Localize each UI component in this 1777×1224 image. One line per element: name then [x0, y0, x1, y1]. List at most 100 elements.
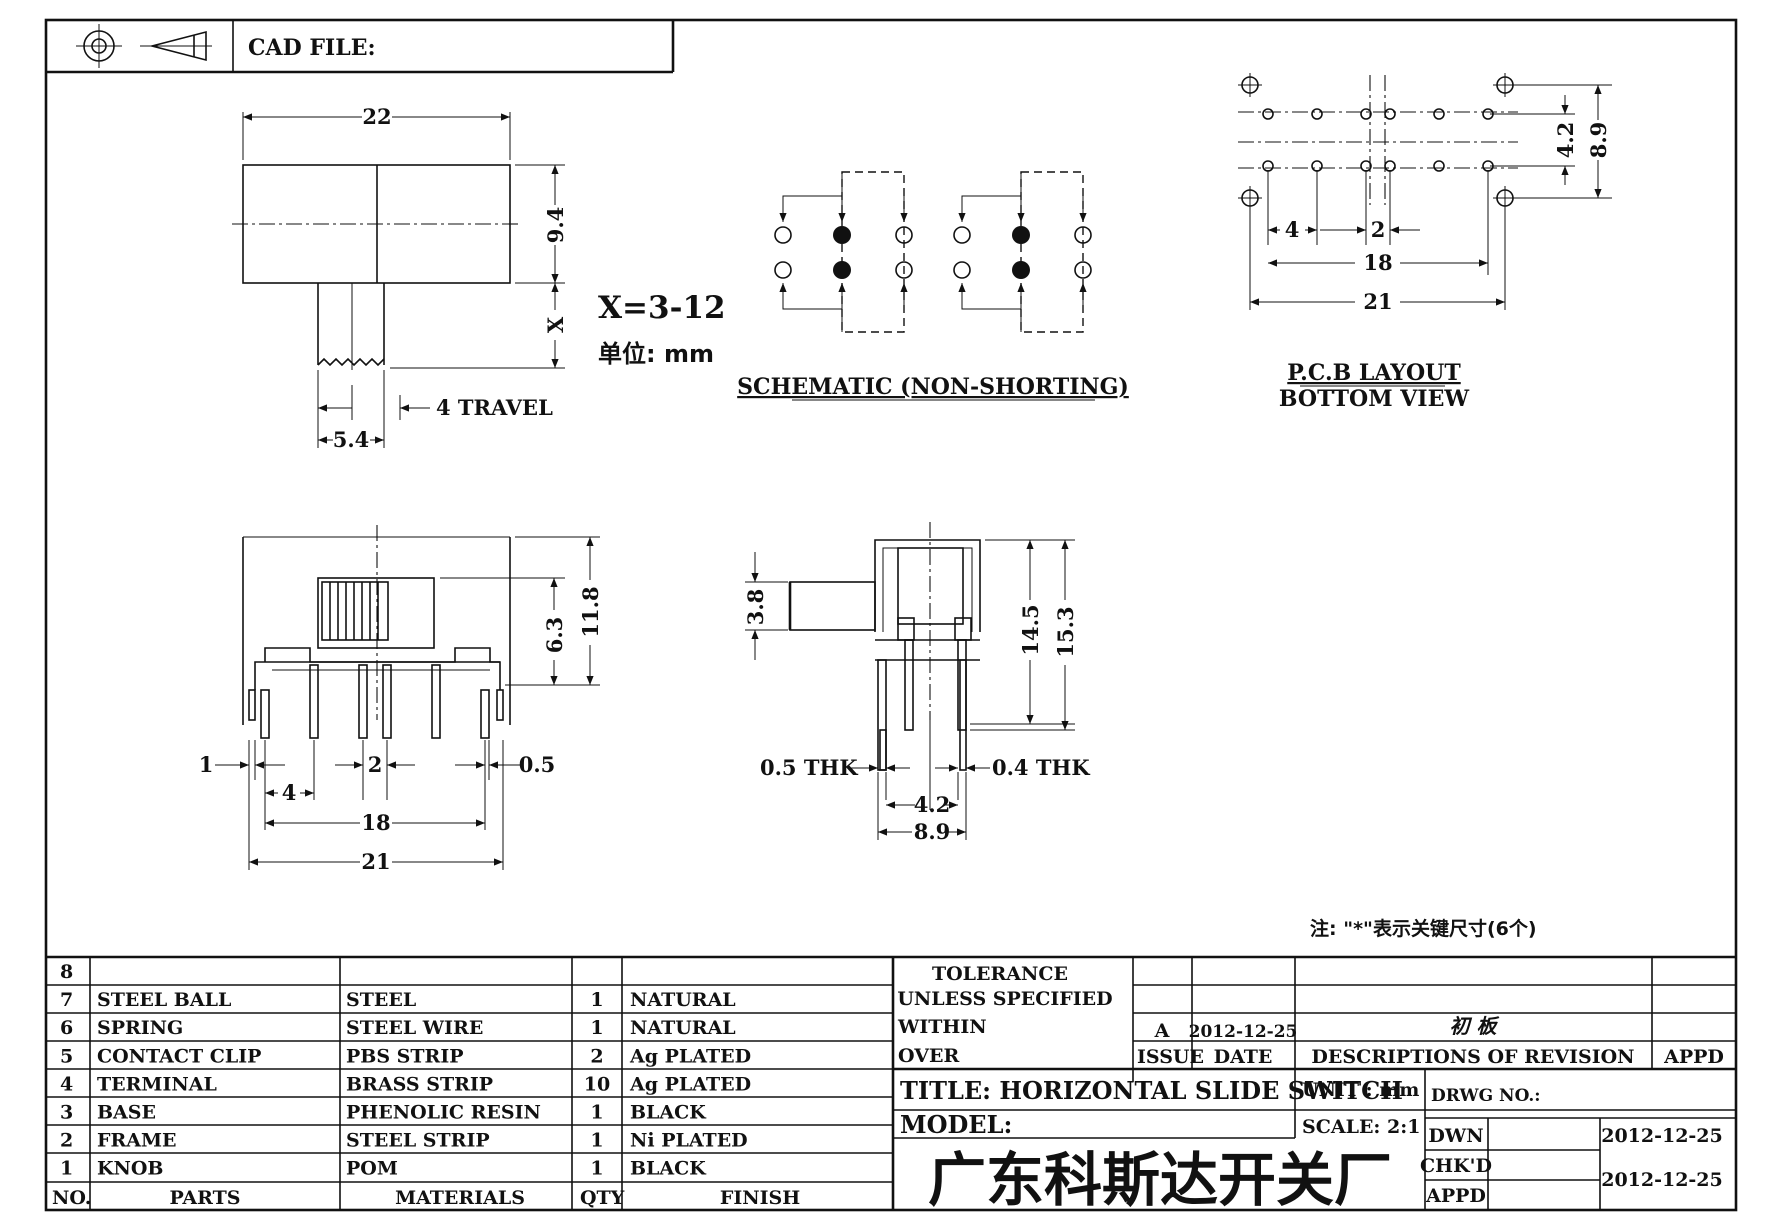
cell-part: STEEL BALL: [97, 989, 231, 1011]
cell-no: 8: [60, 961, 73, 983]
cell-material: STEEL STRIP: [346, 1130, 490, 1152]
cell-no: 1: [60, 1158, 73, 1180]
schematic-pole-1: [774, 171, 913, 333]
cell-qty: 10: [584, 1073, 610, 1095]
front-dim-21: 21: [361, 849, 390, 874]
cell-part: BASE: [97, 1102, 156, 1124]
front-terminals: [248, 664, 504, 739]
date-header: DATE: [1214, 1046, 1273, 1068]
cell-finish: Ni PLATED: [630, 1130, 748, 1152]
pcb-terminal-holes: [1262, 108, 1494, 172]
pcb-label-line-2: BOTTOM VIEW: [1279, 386, 1469, 412]
cell-qty: 1: [590, 989, 603, 1011]
header-no: NO.: [52, 1187, 91, 1209]
revision-date: 2012-12-25: [1189, 1022, 1298, 1042]
front-dim-4: 4: [282, 780, 297, 805]
tolerance-within: WITHIN: [897, 1016, 987, 1038]
title-block: TOLERANCE UNLESS SPECIFIED WITHIN OVER A…: [893, 957, 1736, 1214]
dim-knob-5-4: 5.4: [333, 427, 370, 452]
side-terminals: [877, 639, 967, 771]
cell-finish: BLACK: [630, 1158, 707, 1180]
header-qty: QTY: [580, 1187, 625, 1209]
key-dimension-note: 注: "*"表示关键尺寸(6个): [1310, 917, 1537, 940]
cell-material: PHENOLIC RESIN: [346, 1102, 541, 1124]
table-row: 2 FRAME STEEL STRIP 1 Ni PLATED: [60, 1130, 748, 1152]
pcb-dim-18: 18: [1363, 250, 1392, 275]
pcb-dim-8-9: 8.9: [1586, 122, 1611, 159]
chkd-date: 2012-12-25: [1601, 1169, 1723, 1191]
pcb-dim-4-2: 4.2: [1553, 122, 1578, 159]
dim-width-22: 22: [362, 104, 391, 129]
x-range-label: X=3-12: [598, 290, 726, 326]
side-dim-8-9: 8.9: [914, 819, 951, 844]
cell-no: 6: [60, 1017, 73, 1039]
tolerance-over: OVER: [898, 1045, 959, 1067]
cell-finish: NATURAL: [630, 1017, 736, 1039]
side-dim-15-3: 15.3: [1053, 606, 1078, 657]
pcb-dim-21: 21: [1363, 289, 1392, 314]
cell-finish: NATURAL: [630, 989, 736, 1011]
dim-x: X: [543, 316, 568, 333]
cell-no: 7: [60, 989, 73, 1011]
knob-ribs: [321, 581, 389, 641]
side-dim-0-4-thk: 0.4 THK: [992, 755, 1090, 780]
third-angle-projection-icon: [76, 24, 212, 68]
pcb-dim-4: 4: [1285, 217, 1300, 242]
sheet-border: [44, 18, 1738, 1212]
side-contact-clips: [897, 617, 972, 641]
company-name: 广东科斯达开关厂: [928, 1146, 1392, 1214]
cell-material: STEEL: [346, 989, 416, 1011]
cell-finish: BLACK: [630, 1102, 707, 1124]
cell-qty: 1: [590, 1102, 603, 1124]
table-row: 7 STEEL BALL STEEL 1 NATURAL: [60, 989, 736, 1011]
cell-part: CONTACT CLIP: [97, 1045, 261, 1067]
schematic-pole-2: [953, 171, 1092, 333]
descriptions-header: DESCRIPTIONS OF REVISION: [1311, 1046, 1634, 1068]
cell-material: STEEL WIRE: [346, 1017, 483, 1039]
unit-label: UNIT : mm: [1302, 1079, 1419, 1101]
cell-part: KNOB: [97, 1158, 164, 1180]
cell-material: POM: [346, 1158, 398, 1180]
tolerance-line-2: UNLESS SPECIFIED: [897, 988, 1112, 1010]
appd-header: APPD: [1663, 1046, 1724, 1068]
table-row: 8: [60, 961, 73, 983]
schematic-label: SCHEMATIC (NON-SHORTING): [737, 374, 1129, 400]
header-finish: FINISH: [720, 1187, 800, 1209]
front-dim-11-8: 11.8: [578, 586, 603, 637]
cell-qty: 1: [590, 1158, 603, 1180]
front-dim-0-5: 0.5: [519, 752, 556, 777]
scale-label: SCALE: 2:1: [1302, 1116, 1421, 1138]
cell-part: SPRING: [97, 1017, 183, 1039]
side-dim-0-5-thk: 0.5 THK: [760, 755, 858, 780]
cell-part: FRAME: [97, 1130, 177, 1152]
issue-header: ISSUE: [1137, 1046, 1204, 1068]
side-dim-4-2: 4.2: [914, 792, 951, 817]
cell-no: 4: [60, 1073, 73, 1095]
schematic: SCHEMATIC (NON-SHORTING): [737, 171, 1129, 401]
cell-no: 2: [60, 1130, 73, 1152]
pcb-dim-2: 2: [1371, 217, 1386, 242]
cell-part: TERMINAL: [97, 1073, 217, 1095]
table-row: 1 KNOB POM 1 BLACK: [60, 1158, 707, 1180]
tolerance-line-1: TOLERANCE: [932, 963, 1068, 985]
side-dim-3-8: 3.8: [743, 589, 768, 626]
cell-material: PBS STRIP: [346, 1045, 464, 1067]
drawing-number-label: DRWG NO.:: [1431, 1086, 1541, 1106]
pcb-layout: 4.2 8.9 4 2 18 21 P.C.B LAYOUT BOTTOM VI…: [1238, 73, 1612, 412]
dim-height-9-4: 9.4: [543, 207, 568, 244]
header-parts: PARTS: [170, 1187, 241, 1209]
front-view: 11.8 6.3 1 0.5 4 2 18 21: [199, 525, 603, 874]
front-dim-2: 2: [368, 752, 383, 777]
model-label: MODEL:: [900, 1110, 1012, 1139]
front-dim-6-3: 6.3: [542, 617, 567, 654]
cell-finish: Ag PLATED: [629, 1045, 751, 1067]
dwn-label: DWN: [1428, 1125, 1483, 1147]
cell-no: 3: [60, 1102, 73, 1124]
revision-issue: A: [1154, 1020, 1170, 1042]
side-dim-14-5: 14.5: [1018, 604, 1043, 655]
cell-qty: 1: [590, 1130, 603, 1152]
